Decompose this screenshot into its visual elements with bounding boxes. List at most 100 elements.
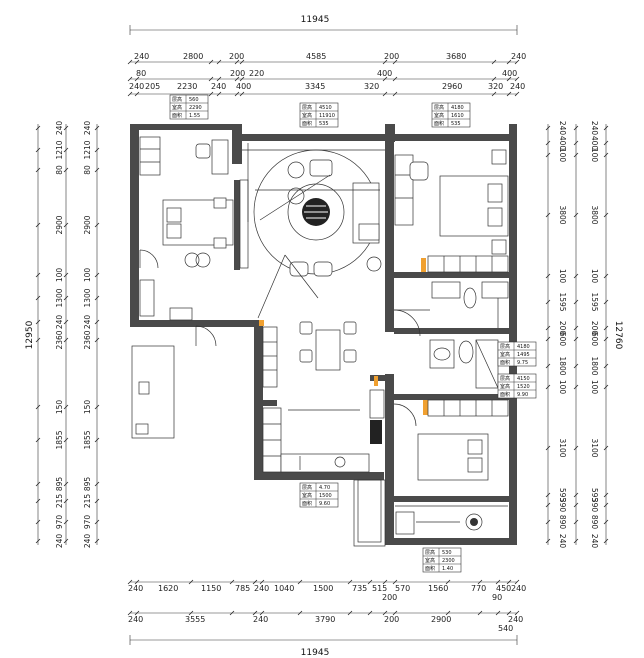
right-total-dim: 12760 <box>613 321 623 350</box>
right-dim-label: 890 <box>558 515 567 530</box>
bottom-total-dim: 11945 <box>301 648 330 658</box>
top-r1-0: 240 <box>134 52 149 61</box>
left-dim-label: 970 <box>83 515 92 530</box>
left-dim-label: 80 <box>83 165 92 175</box>
left-dim-label: 100 <box>83 268 92 283</box>
room-tag-key: 室高 <box>302 112 312 119</box>
room-tag-value: 2300 <box>442 558 455 564</box>
bot-r2-1: 3555 <box>185 615 205 624</box>
top-r2-5: 400 <box>377 69 392 78</box>
room-tag-key: 层高 <box>425 549 435 556</box>
room-tag-value: 4180 <box>451 105 464 111</box>
room-tag-value: 4510 <box>319 105 332 111</box>
top-dimensions: 11945 240 2800 200 4585 200 3680 240 80 … <box>127 15 526 97</box>
left-dim-label: 215 <box>83 494 92 509</box>
bot-r2-5: 2900 <box>431 615 451 624</box>
bedroom-southeast <box>393 399 509 481</box>
right-dim-label: 240 <box>558 121 567 136</box>
left-dim-label: 80 <box>55 165 64 175</box>
room-tag-value: 1.40 <box>442 566 453 572</box>
bot-r1-4: 240 <box>254 584 269 593</box>
right-dim-label: 240 <box>590 121 599 136</box>
room-tag-key: 室高 <box>302 492 312 499</box>
left-dim-label: 1210 <box>83 140 92 159</box>
room-tag-value: 1520 <box>517 384 530 390</box>
room-tag-key: 面积 <box>302 500 312 507</box>
balcony <box>353 479 386 547</box>
right-dim-label: 890 <box>590 515 599 530</box>
wardrobe-ne <box>394 154 414 226</box>
room-tag-key: 室高 <box>500 351 510 358</box>
room-tag-value: 1.55 <box>189 113 200 119</box>
bedroom-northeast <box>394 149 509 273</box>
living-room <box>242 143 385 319</box>
left-dim-label: 240 <box>55 121 64 136</box>
left-dim-label: 100 <box>55 268 64 283</box>
left-dim-label: 2900 <box>83 215 92 234</box>
right-dim-label: 240 <box>590 534 599 549</box>
bedroom-west <box>139 136 249 321</box>
top-r2-0: 80 <box>136 69 146 78</box>
room-tag-key: 面积 <box>500 359 510 366</box>
room-tag-key: 面积 <box>302 120 312 127</box>
bot-r1-8: 515 <box>372 584 387 593</box>
left-dim-label: 150 <box>55 400 64 415</box>
top-r3-2: 240 <box>211 82 226 91</box>
wardrobe-west <box>139 136 161 176</box>
left-dim-label: 2360 <box>83 330 92 349</box>
left-dim-label: 150 <box>83 400 92 415</box>
kitchen <box>262 389 385 473</box>
right-dim-label: 3100 <box>590 438 599 457</box>
room-tag-value: 4180 <box>517 344 530 350</box>
bot-r1-5: 1040 <box>274 584 294 593</box>
left-dim-label: 240 <box>83 315 92 330</box>
top-r2-4: 3345 <box>305 82 325 91</box>
bot-r2-2: 240 <box>253 615 268 624</box>
left-dim-label: 1855 <box>55 430 64 449</box>
right-dim-label: 400 <box>590 136 599 151</box>
dining-area <box>262 309 430 388</box>
room-tag-key: 室高 <box>434 112 444 119</box>
room-tag-value: 535 <box>319 121 329 127</box>
right-dim-label: 200 <box>590 321 599 336</box>
right-dim-label: 600 <box>558 332 567 347</box>
bot-r1-6: 1500 <box>313 584 333 593</box>
room-tag-value: 11910 <box>319 113 335 119</box>
right-dim-label: 3800 <box>558 205 567 224</box>
left-dim-label: 240 <box>55 315 64 330</box>
bot-r2-0: 240 <box>128 615 143 624</box>
double-bed-ne <box>439 175 509 237</box>
right-dim-label: 100 <box>590 380 599 395</box>
wardrobe-se <box>427 399 509 417</box>
toilet-north <box>463 287 477 309</box>
room-tag-key: 层高 <box>302 104 312 111</box>
right-dim-label: 100 <box>590 269 599 284</box>
top-r3-0: 240 <box>129 82 144 91</box>
room-tag-value: 9.75 <box>517 360 528 366</box>
room-tag-value: 1500 <box>319 493 332 499</box>
right-dim-label: 600 <box>590 332 599 347</box>
bot-r1-1: 1620 <box>158 584 178 593</box>
left-dim-label: 1855 <box>83 430 92 449</box>
right-dim-label: 595 <box>590 488 599 503</box>
toilet-south <box>458 340 474 364</box>
room-tag-value: 560 <box>189 97 199 103</box>
left-dim-label: 895 <box>83 477 92 492</box>
bot-r1-10: 1560 <box>428 584 448 593</box>
stove <box>370 420 382 444</box>
room-tag-value: 1495 <box>517 352 530 358</box>
room-tag-value: 535 <box>451 121 461 127</box>
tv-cabinet-west <box>239 179 249 269</box>
bot-r1b-1: 90 <box>492 593 502 602</box>
bathroom-south <box>429 339 499 389</box>
top-total-dim: 11945 <box>301 15 330 25</box>
room-tag-key: 层高 <box>500 375 510 382</box>
left-dim-label: 2900 <box>55 215 64 234</box>
top-r1-5: 3680 <box>446 52 466 61</box>
